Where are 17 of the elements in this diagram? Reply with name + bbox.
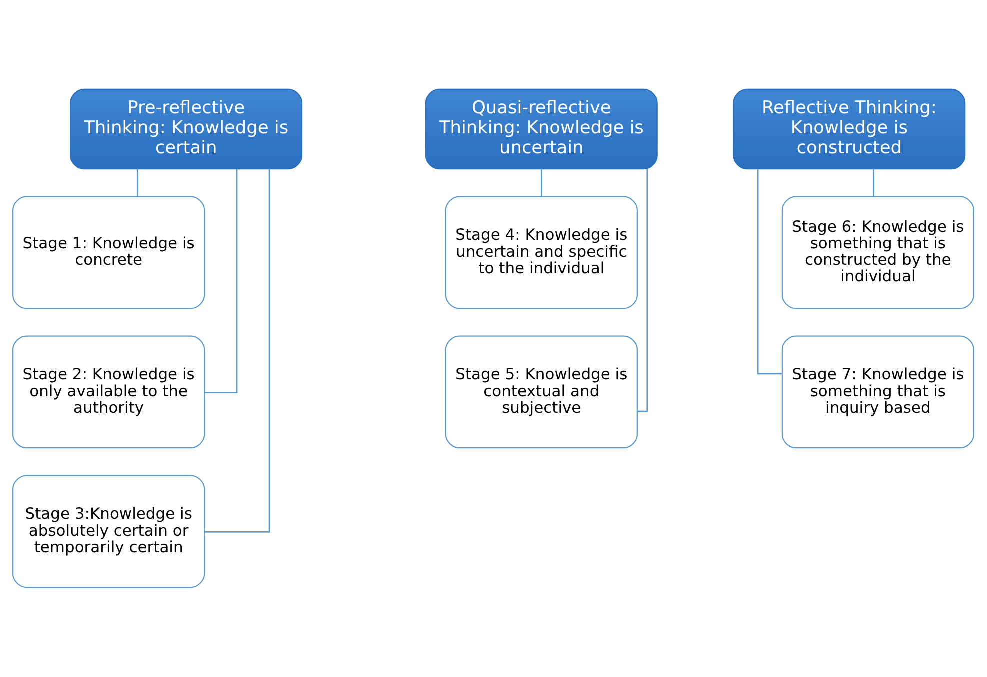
node-box: Quasi-reflective Thinking: Knowledge is uncertain	[425, 88, 658, 170]
connector	[873, 169, 874, 197]
connector	[757, 170, 782, 375]
node-box: Reflective Thinking: Knowledge is constructed	[733, 88, 966, 170]
node-box: Stage 7: Knowledge is something that is inquiry based	[782, 336, 974, 449]
connector	[136, 169, 138, 197]
connector	[204, 169, 270, 533]
node-box: Pre-reflective Thinking: Knowledge is certain	[70, 88, 303, 170]
node-box: Stage 2: Knowledge is only available to the authority	[12, 336, 206, 449]
node-box: Stage 3:Knowledge is absolutely certain or temporarily certain	[12, 475, 206, 588]
connector	[541, 169, 542, 197]
node-box: Stage 4: Knowledge is uncertain and specific to the individual	[445, 196, 638, 310]
connector	[638, 169, 648, 412]
node-box: Stage 5: Knowledge is contextual and subjective	[445, 336, 638, 449]
node-box: Stage 6: Knowledge is something that is constructed by the individual	[782, 196, 974, 310]
node-box: Stage 1: Knowledge is concrete	[12, 196, 206, 310]
connector	[204, 169, 238, 394]
